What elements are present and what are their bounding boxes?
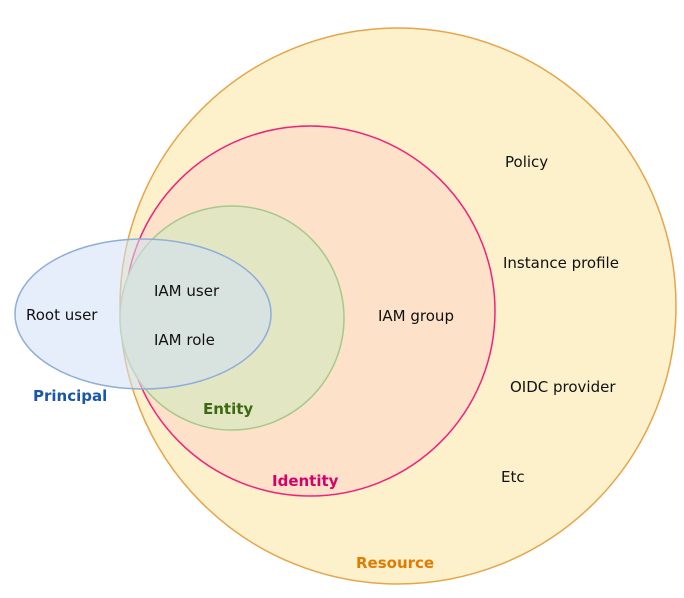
identity-set-label: Identity: [272, 472, 339, 490]
identity-item-iam-group: IAM group: [378, 307, 454, 325]
principal-set-label: Principal: [33, 387, 107, 405]
principal-set-ellipse: [14, 238, 272, 390]
entity-set-label: Entity: [203, 400, 253, 418]
principal-item-root-user: Root user: [26, 306, 98, 324]
resource-item-instance-profile: Instance profile: [503, 254, 619, 272]
entity-item-iam-user: IAM user: [154, 282, 220, 300]
entity-item-iam-role: IAM role: [154, 331, 215, 349]
resource-item-oidc-provider: OIDC provider: [510, 378, 616, 396]
resource-set-label: Resource: [356, 554, 434, 572]
resource-item-etc: Etc: [501, 468, 525, 486]
resource-item-policy: Policy: [505, 153, 548, 171]
